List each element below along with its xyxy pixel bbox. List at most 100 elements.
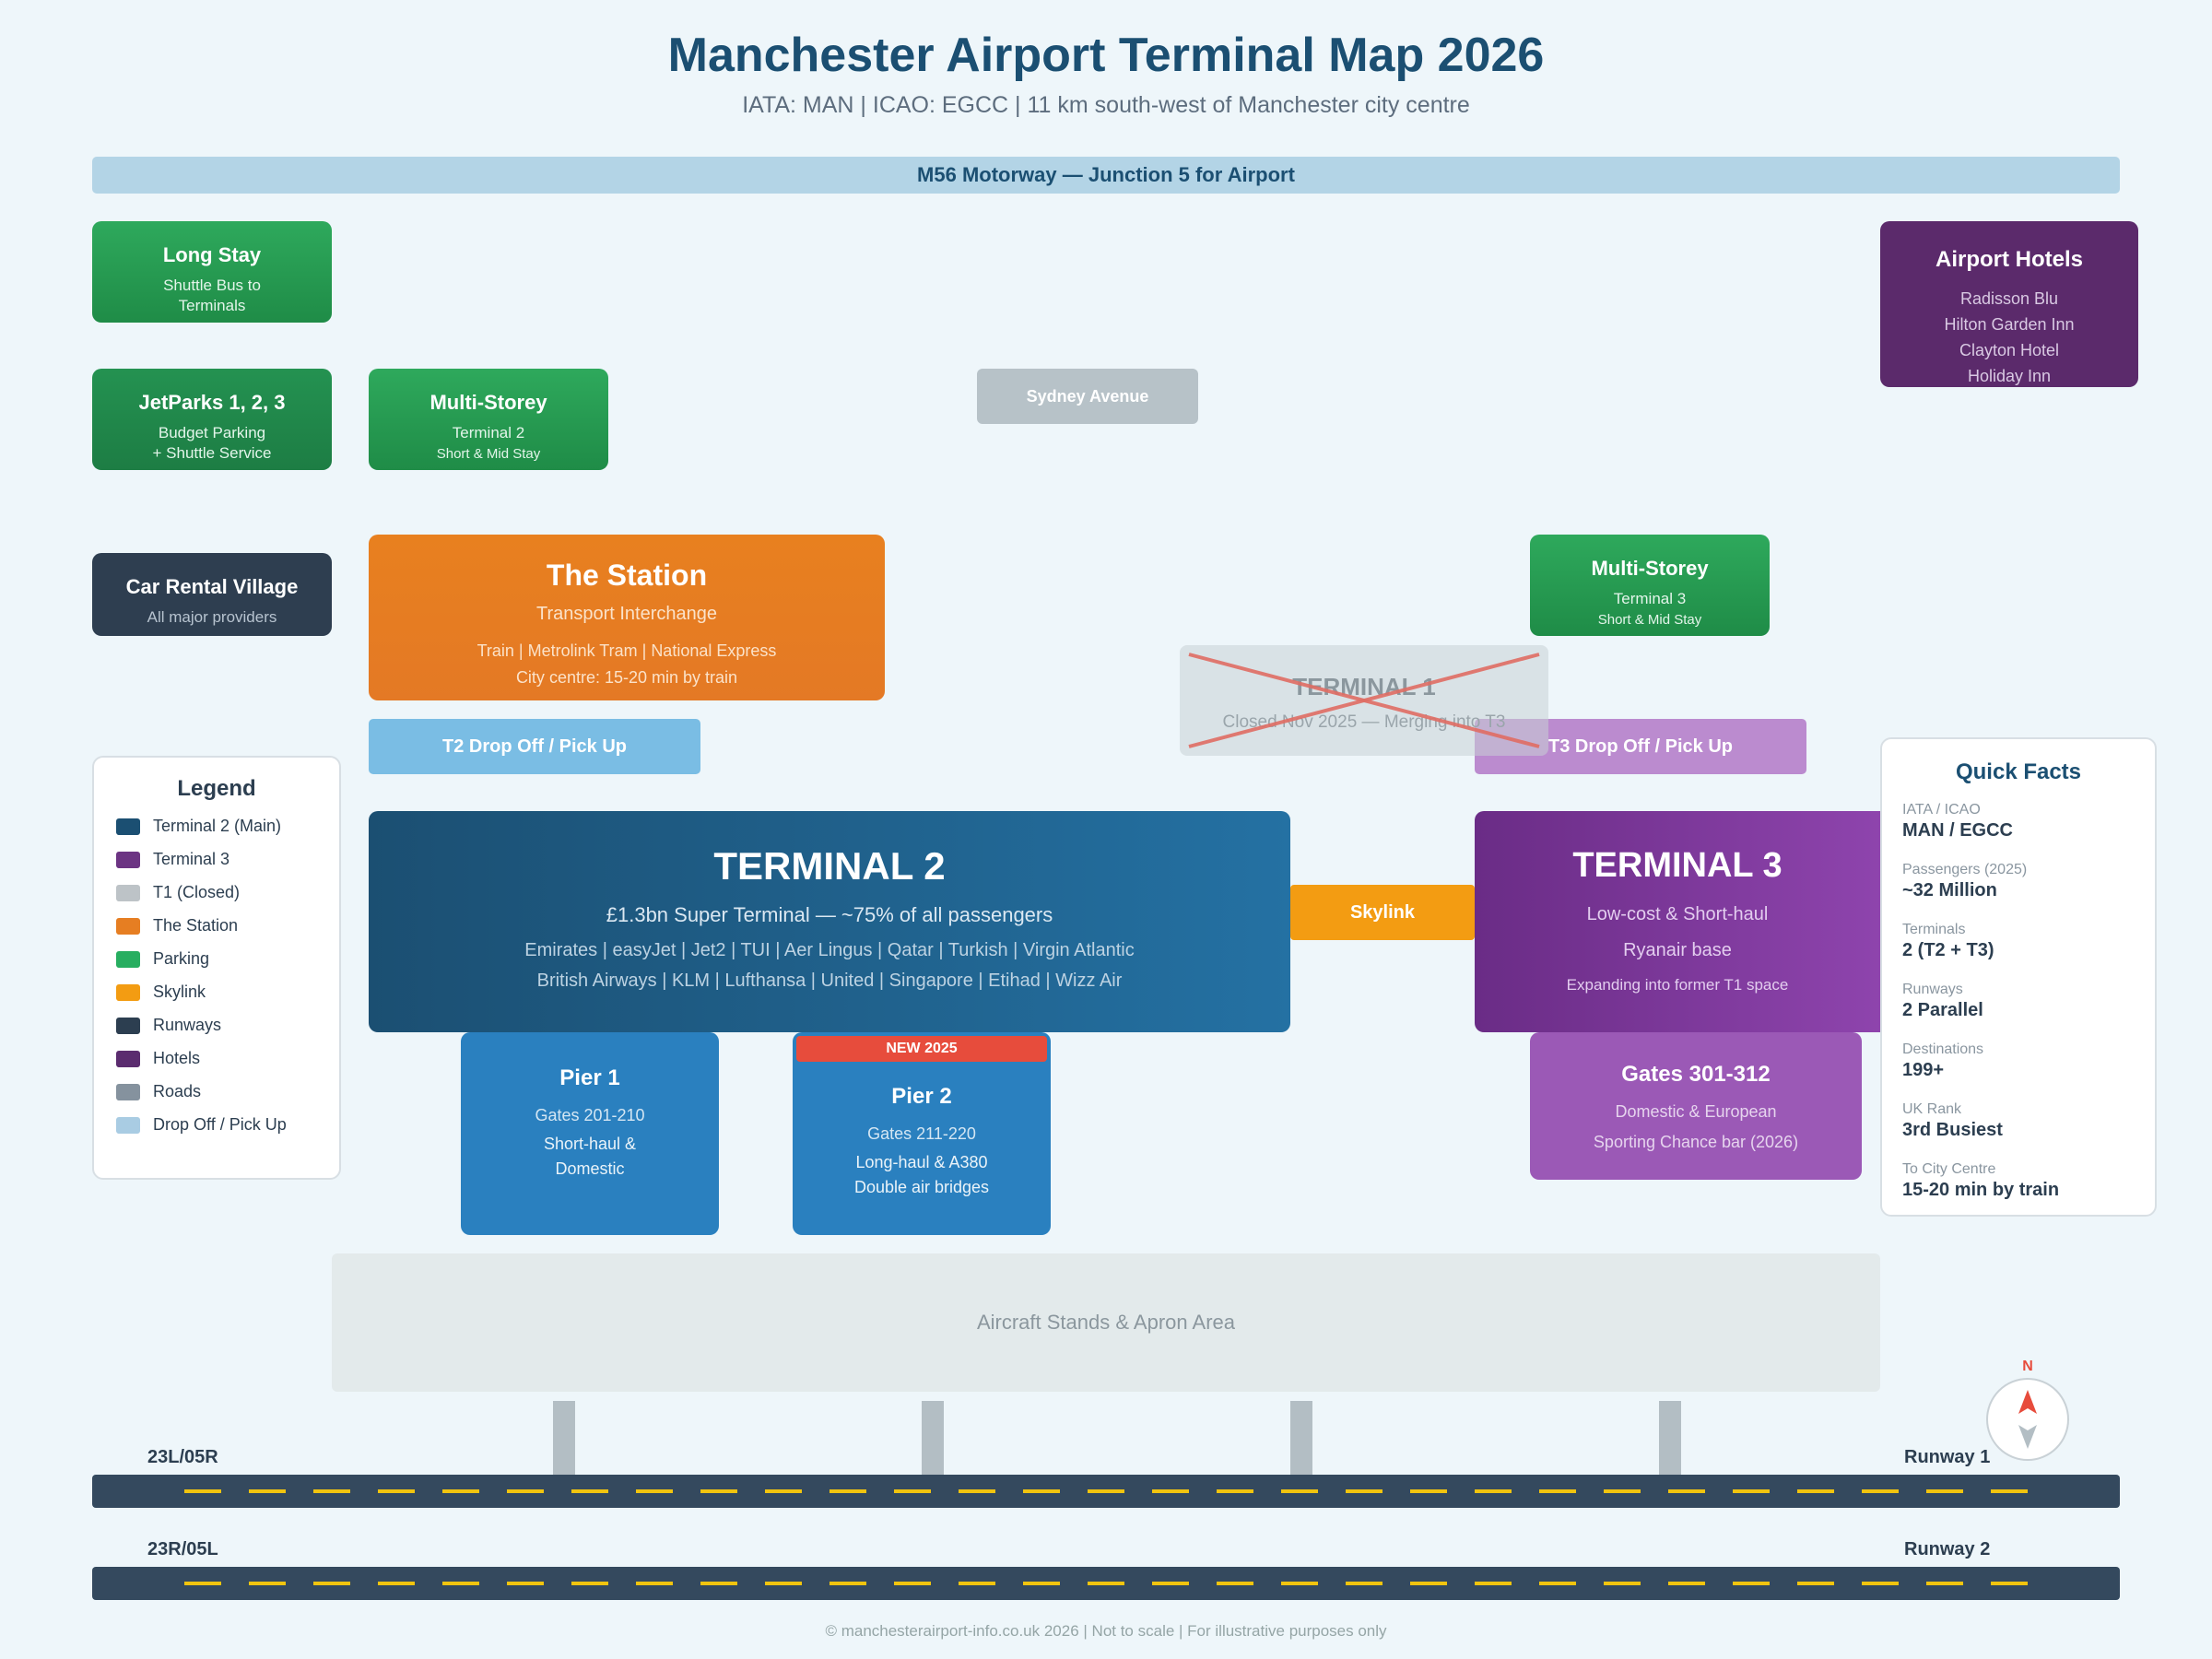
quick-fact: To City Centre 15-20 min by train bbox=[1902, 1161, 2155, 1201]
taxiway-connector bbox=[1659, 1401, 1681, 1475]
multistorey-t3-line1: Terminal 3 bbox=[1613, 590, 1687, 607]
multistorey-t3-line2: Short & Mid Stay bbox=[1597, 612, 1702, 628]
legend-item: Hotels bbox=[116, 1049, 200, 1071]
quick-fact-value: ~32 Million bbox=[1902, 880, 1997, 900]
legend-label: Hotels bbox=[153, 1049, 201, 1067]
closed-cross-icon bbox=[1188, 653, 1540, 748]
terminal-1-closed[interactable]: TERMINAL 1 Closed Nov 2025 — Merging int… bbox=[1180, 645, 1548, 756]
legend-label: Parking bbox=[153, 949, 210, 968]
legend-swatch bbox=[116, 1051, 140, 1068]
legend-item: The Station bbox=[116, 916, 238, 938]
legend-label: T1 (Closed) bbox=[153, 883, 241, 901]
quick-fact-value: 2 Parallel bbox=[1902, 1000, 1983, 1020]
sydney-avenue-road[interactable]: Sydney Avenue bbox=[977, 369, 1198, 424]
multistorey-t2-line2: Short & Mid Stay bbox=[436, 446, 541, 462]
car-rental-title: Car Rental Village bbox=[125, 575, 299, 598]
quick-fact-value: MAN / EGCC bbox=[1902, 820, 2013, 841]
terminal-2-subtitle: £1.3bn Super Terminal — ~75% of all pass… bbox=[606, 903, 1053, 926]
station-subtitle: Transport Interchange bbox=[535, 604, 718, 624]
quick-fact-value: 2 (T2 + T3) bbox=[1902, 940, 1994, 960]
car-rental-village[interactable]: Car Rental Village All major providers bbox=[92, 553, 332, 636]
terminal-3[interactable]: TERMINAL 3 Low-cost & Short-haul Ryanair… bbox=[1475, 811, 1880, 1032]
taxiway-connector bbox=[553, 1401, 575, 1475]
long-stay-line2: Terminals bbox=[178, 297, 246, 314]
hotels-title: Airport Hotels bbox=[1935, 247, 2083, 272]
legend-item: T1 (Closed) bbox=[116, 883, 240, 905]
long-stay-parking[interactable]: Long Stay Shuttle Bus to Terminals bbox=[92, 221, 332, 323]
runway-2-centerline bbox=[184, 1582, 2028, 1585]
quick-fact-label: UK Rank bbox=[1902, 1101, 1962, 1117]
jetparks-parking[interactable]: JetParks 1, 2, 3 Budget Parking + Shuttl… bbox=[92, 369, 332, 470]
gates-301-312[interactable]: Gates 301-312 Domestic & European Sporti… bbox=[1530, 1032, 1862, 1180]
legend-item: Skylink bbox=[116, 982, 206, 1005]
legend-item: Terminal 3 bbox=[116, 850, 229, 872]
legend-item: Roads bbox=[116, 1082, 201, 1104]
legend-item: Runways bbox=[116, 1016, 221, 1038]
compass: N bbox=[1982, 1359, 2074, 1469]
pier-2-title: Pier 2 bbox=[891, 1084, 952, 1109]
runway-2-designator: 23R/05L bbox=[147, 1539, 218, 1559]
terminal-3-line1: Low-cost & Short-haul bbox=[1586, 904, 1769, 924]
pier-1-title: Pier 1 bbox=[559, 1065, 620, 1090]
legend-label: Drop Off / Pick Up bbox=[153, 1115, 287, 1134]
pier-2-line3: Double air bridges bbox=[853, 1178, 990, 1196]
runway-2 bbox=[92, 1567, 2120, 1600]
multistorey-t2-line1: Terminal 2 bbox=[452, 424, 525, 441]
pier-2[interactable]: NEW 2025 Pier 2 Gates 211-220 Long-haul … bbox=[793, 1032, 1051, 1235]
legend-item: Terminal 2 (Main) bbox=[116, 817, 281, 839]
quick-fact-label: To City Centre bbox=[1902, 1161, 1996, 1177]
terminal-2[interactable]: TERMINAL 2 £1.3bn Super Terminal — ~75% … bbox=[369, 811, 1290, 1032]
new-2025-badge: NEW 2025 bbox=[796, 1036, 1047, 1062]
jetparks-title: JetParks 1, 2, 3 bbox=[138, 391, 286, 414]
legend-item: Drop Off / Pick Up bbox=[116, 1115, 287, 1137]
runway-1 bbox=[92, 1475, 2120, 1508]
taxiway-connector bbox=[922, 1401, 944, 1475]
multistorey-t2[interactable]: Multi-Storey Terminal 2 Short & Mid Stay bbox=[369, 369, 608, 470]
legend-swatch bbox=[116, 951, 140, 969]
taxiway-connector bbox=[1290, 1401, 1312, 1475]
multistorey-t2-title: Multi-Storey bbox=[429, 391, 547, 414]
quick-facts-title: Quick Facts bbox=[1955, 759, 2082, 784]
jetparks-line1: Budget Parking bbox=[158, 424, 266, 441]
terminal-2-title: TERMINAL 2 bbox=[713, 844, 946, 888]
long-stay-line1: Shuttle Bus to bbox=[163, 276, 261, 294]
t2-dropoff[interactable]: T2 Drop Off / Pick Up bbox=[369, 719, 700, 774]
legend-panel: Legend Terminal 2 (Main) Terminal 3 T1 (Cl… bbox=[92, 756, 341, 1180]
legend-swatch bbox=[116, 984, 140, 1002]
compass-rose-icon bbox=[1986, 1378, 2069, 1461]
quick-fact-value: 15-20 min by train bbox=[1902, 1180, 2060, 1200]
station-travel-time: City centre: 15-20 min by train bbox=[515, 668, 738, 687]
m56-motorway[interactable]: M56 Motorway — Junction 5 for Airport bbox=[92, 157, 2120, 194]
terminal-3-line3: Expanding into former T1 space bbox=[1566, 976, 1789, 994]
legend-label: The Station bbox=[153, 916, 239, 935]
multistorey-t3[interactable]: Multi-Storey Terminal 3 Short & Mid Stay bbox=[1530, 535, 1770, 636]
airport-hotels[interactable]: Airport Hotels Radisson Blu Hilton Garde… bbox=[1880, 221, 2138, 387]
hotel-item: Hilton Garden Inn bbox=[1944, 315, 2075, 334]
legend-swatch bbox=[116, 1018, 140, 1035]
skylink-walkway[interactable]: Skylink bbox=[1290, 885, 1475, 940]
long-stay-title: Long Stay bbox=[162, 243, 262, 266]
jetparks-line2: + Shuttle Service bbox=[152, 444, 272, 462]
legend-title: Legend bbox=[177, 776, 256, 801]
gates-3-title: Gates 301-312 bbox=[1621, 1062, 1771, 1087]
terminal-3-title: TERMINAL 3 bbox=[1572, 846, 1783, 885]
terminal-3-line2: Ryanair base bbox=[1623, 940, 1732, 960]
terminal-2-airlines-1: Emirates | easyJet | Jet2 | TUI | Aer Li… bbox=[524, 940, 1135, 960]
legend-label: Terminal 3 bbox=[153, 850, 230, 868]
the-station[interactable]: The Station Transport Interchange Train … bbox=[369, 535, 885, 700]
legend-label: Roads bbox=[153, 1082, 202, 1100]
station-title: The Station bbox=[546, 559, 708, 592]
gates-3-line2: Sporting Chance bar (2026) bbox=[1593, 1133, 1799, 1151]
hotel-item: Radisson Blu bbox=[1959, 289, 2059, 308]
terminal-2-airlines-2: British Airways | KLM | Lufthansa | Unit… bbox=[536, 971, 1123, 991]
pier-1[interactable]: Pier 1 Gates 201-210 Short-haul & Domest… bbox=[461, 1032, 719, 1235]
pier-2-gates: Gates 211-220 bbox=[867, 1124, 976, 1143]
gates-3-line1: Domestic & European bbox=[1615, 1102, 1777, 1121]
quick-fact-value: 199+ bbox=[1902, 1060, 1945, 1080]
runway-2-name: Runway 2 bbox=[1904, 1539, 1991, 1559]
